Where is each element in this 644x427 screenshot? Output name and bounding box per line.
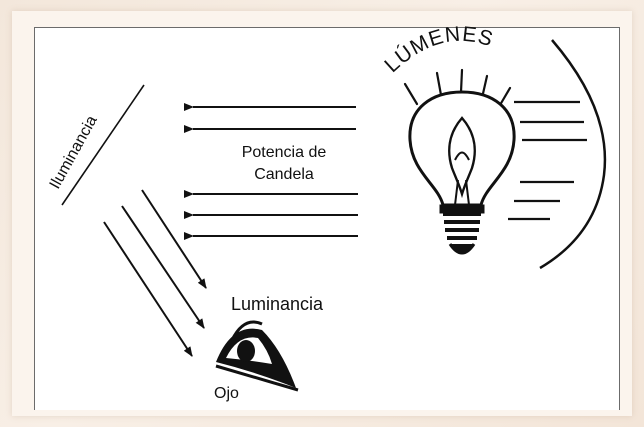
luminance-label: Luminancia bbox=[231, 294, 324, 314]
illuminance-label: Iluminancia bbox=[47, 113, 101, 192]
candle-power-label-1: Potencia de bbox=[242, 144, 327, 161]
candle-power-arrows-top bbox=[184, 103, 356, 133]
candle-power-label-2: Candela bbox=[254, 166, 314, 183]
eye-label: Ojo bbox=[214, 385, 239, 402]
luminance-arrows bbox=[103, 189, 207, 357]
emission-arc bbox=[539, 39, 607, 270]
lumens-label: LÚMENES bbox=[380, 23, 496, 78]
emission-lines bbox=[508, 100, 587, 221]
eye-icon bbox=[215, 320, 299, 392]
candle-power-arrows-bottom bbox=[184, 190, 358, 240]
light-bulb-icon bbox=[408, 90, 516, 255]
illuminance-surface-line bbox=[61, 84, 145, 206]
